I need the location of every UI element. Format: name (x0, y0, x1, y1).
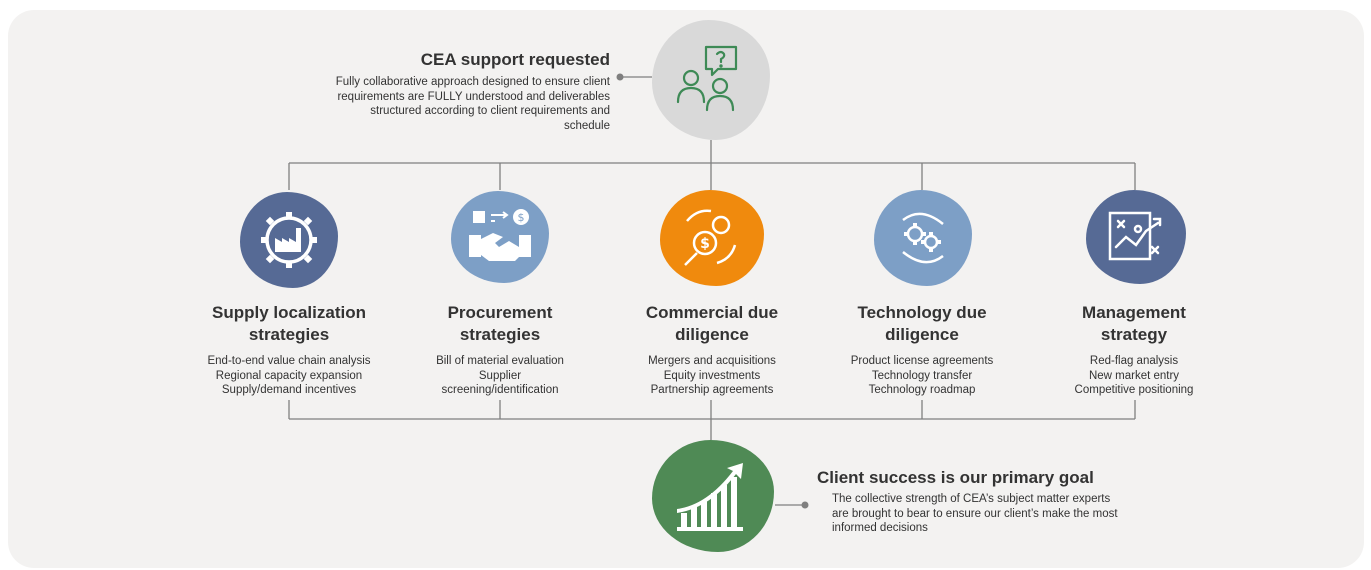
list-item: End-to-end value chain analysis (207, 355, 371, 367)
management-items: Red-flag analysis New market entry Compe… (1024, 354, 1244, 398)
list-item: New market entry (1088, 369, 1180, 382)
success-description: The collective strength of CEA’s subject… (832, 493, 1118, 535)
strategy-chart-icon (1108, 211, 1162, 261)
supply-localization-title-line2: strategies (248, 325, 330, 344)
supply-localization-icon-blob (240, 192, 338, 288)
support-title: CEA support requested (420, 50, 610, 69)
list-item: Competitive positioning (1074, 384, 1194, 397)
handshake-icon: $ (469, 209, 531, 261)
success-icon-blob (652, 440, 774, 552)
technology-icon-blob (874, 190, 972, 286)
success-title: Client success is our primary goal (817, 468, 1094, 487)
money-gears-icon: $ (684, 209, 737, 266)
list-item: Supplier (478, 369, 522, 382)
commercial-icon-blob: $ (660, 190, 764, 286)
procurement-title-line2: strategies (459, 325, 541, 344)
list-item: Technology transfer (871, 369, 973, 382)
growth-chart-icon (677, 463, 743, 531)
commercial-title: Commercial due diligence (602, 302, 822, 346)
factory-gear-icon (261, 212, 317, 268)
commercial-title-line2: diligence (675, 325, 749, 344)
management-title: Management strategy (1024, 302, 1244, 346)
management-icon-blob (1086, 190, 1186, 284)
support-description: Fully collaborative approach designed to… (335, 76, 610, 132)
technology-title-line1: Technology due (857, 303, 987, 322)
commercial-items: Mergers and acquisitions Equity investme… (602, 354, 822, 398)
support-icon-blob (652, 20, 770, 140)
list-item: Supply/demand incentives (221, 384, 357, 397)
technology-title-line2: diligence (885, 325, 959, 344)
supply-localization-items: End-to-end value chain analysis Regional… (179, 354, 399, 398)
svg-text:$: $ (518, 211, 525, 224)
technology-items: Product license agreements Technology tr… (812, 354, 1032, 398)
list-item: Product license agreements (850, 355, 994, 367)
list-item: Red-flag analysis (1089, 355, 1179, 367)
list-item: Mergers and acquisitions (648, 355, 776, 367)
list-item: Technology roadmap (868, 384, 976, 397)
list-item: Bill of material evaluation (436, 355, 564, 367)
tech-gears-icon (902, 212, 944, 264)
supply-localization-title-line1: Supply localization (212, 303, 366, 322)
procurement-items: Bill of material evaluation Supplier scr… (390, 354, 610, 398)
technology-title: Technology due diligence (812, 302, 1032, 346)
management-title-line1: Management (1082, 303, 1186, 322)
procurement-title-line1: Procurement (447, 303, 553, 322)
management-title-line2: strategy (1100, 325, 1168, 344)
svg-text:$: $ (700, 236, 710, 252)
commercial-title-line1: Commercial due (645, 303, 779, 322)
consultation-icon (676, 45, 738, 112)
list-item: screening/identification (441, 384, 559, 397)
procurement-icon-blob: $ (451, 191, 549, 283)
procurement-title: Procurement strategies (390, 302, 610, 346)
supply-localization-title: Supply localization strategies (179, 302, 399, 346)
list-item: Equity investments (663, 369, 761, 382)
list-item: Regional capacity expansion (215, 369, 363, 382)
list-item: Partnership agreements (650, 384, 774, 397)
